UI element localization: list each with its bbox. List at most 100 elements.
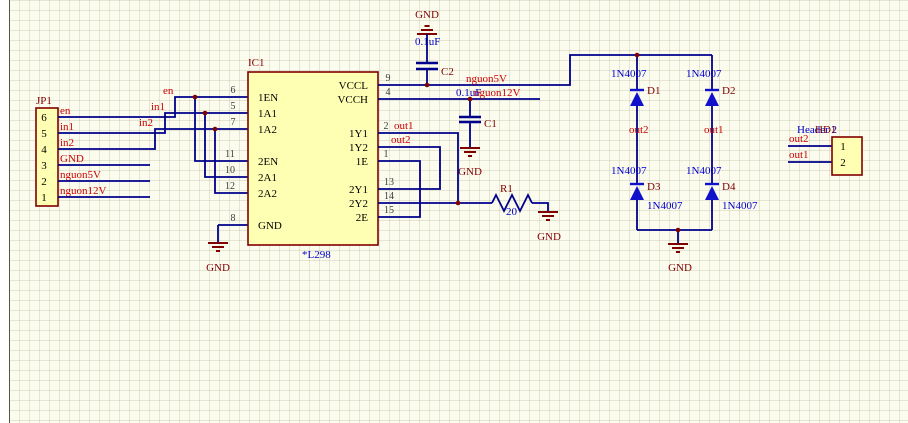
net-label-nguon12v[interactable]: nguon12V [60,185,107,197]
jp1-pin-number: 5 [41,128,47,140]
d4-triangle[interactable] [705,186,719,200]
d3-comment[interactable]: 1N4007 [611,165,647,177]
hd1-pin-number: 2 [840,157,846,169]
ic1-pin-name: 2A2 [258,188,277,200]
wire-1y1[interactable] [378,132,459,203]
gnd-label-r1[interactable]: GND [537,231,561,243]
jp1-body[interactable] [35,107,59,207]
wire-1y2-2y1[interactable] [378,146,441,190]
gnd-label-bridge[interactable]: GND [668,262,692,274]
d4-comment-2[interactable]: 1N4007 [722,200,758,212]
ic1-pin-name: VCCH [337,94,368,106]
hd1-pin-number: 1 [840,141,846,153]
d3-designator[interactable]: D3 [647,181,661,193]
net-label-in2[interactable]: in2 [60,137,74,149]
d2-triangle[interactable] [705,92,719,106]
schematic-sheet-grid [9,0,908,423]
ground-symbol-top[interactable] [417,25,437,35]
resistor-r1-body[interactable] [491,192,533,214]
hd1-designator[interactable]: HD1 [815,124,836,136]
diode-d4[interactable]: 1N4007 D4 1N4007 [686,165,758,212]
wire-net-nguon5v[interactable] [378,34,713,90]
net-label-nguon12v-rail[interactable]: nguon12V [474,87,521,99]
ic1-pin-name: 2E [356,212,369,224]
ground-symbol-r1[interactable] [538,211,558,221]
net-label-out1-hd1[interactable]: out1 [789,149,809,161]
ic1-pin-name: 1A1 [258,108,277,120]
net-label-in1[interactable]: in1 [60,121,74,133]
d1-triangle[interactable] [630,92,644,106]
ic1-pin-name: 2A1 [258,172,277,184]
net-label-nguon5v[interactable]: nguon5V [60,169,101,181]
c1-designator[interactable]: C1 [484,118,497,130]
wire-net-in1[interactable] [58,112,218,178]
net-label-en-2[interactable]: en [163,85,174,97]
connector-jp1[interactable]: JP1 6 5 4 3 2 1 en in1 in2 GND nguon5V n… [35,95,107,207]
wire-1e-2e[interactable] [378,160,421,218]
net-label-en[interactable]: en [60,105,71,117]
net-label-out1-bridge[interactable]: out1 [704,124,724,136]
wire-sense[interactable] [458,202,549,212]
ic1-pin-name: VCCL [339,80,369,92]
wire-diode-bridge[interactable] [636,106,713,244]
jp1-designator[interactable]: JP1 [36,95,52,107]
ic1-designator[interactable]: IC1 [248,57,265,69]
net-label-in1-2[interactable]: in1 [151,101,165,113]
c2-designator[interactable]: C2 [441,66,454,78]
ic1-comment[interactable]: *L298 [302,249,331,261]
ic1-pin-number: 9 [386,73,391,84]
ic1-pin-number: 11 [225,149,235,160]
ground-symbol-c1[interactable] [460,147,480,157]
net-label-out1-pin[interactable]: out1 [394,120,414,132]
ic1-pin-number: 15 [384,205,394,216]
ic1-pin-number: 12 [225,181,235,192]
ground-symbol-ic[interactable] [208,242,228,252]
gnd-label-ic[interactable]: GND [206,262,230,274]
jp1-pin-number: 1 [41,192,47,204]
d1-designator[interactable]: D1 [647,85,660,97]
ground-symbol-bridge[interactable] [668,243,688,253]
jp1-pin-number: 3 [41,160,47,172]
junction-dot [202,110,208,116]
d1-comment[interactable]: 1N4007 [611,68,647,80]
diode-d2[interactable]: 1N4007 D2 [686,68,735,106]
d4-designator[interactable]: D4 [722,181,736,193]
d2-designator[interactable]: D2 [722,85,735,97]
net-label-in2-2[interactable]: in2 [139,117,153,129]
c1-value[interactable]: 0.1uF [456,87,481,99]
connector-hd1[interactable]: Header 2 HD1 out2 out1 1 2 [788,124,863,176]
r1-value[interactable]: 20 [506,206,518,218]
gnd-label-c1[interactable]: GND [458,166,482,178]
ic1-l298[interactable]: IC1 *L298 1EN 1A1 1A2 2EN 2A1 2A2 GND 6 … [218,57,394,261]
ic1-pin-name: 2EN [258,156,278,168]
junction-dot [467,96,473,102]
capacitor-c1-plates[interactable] [459,115,481,124]
ic1-pin-number: 5 [231,101,236,112]
diode-d1[interactable]: 1N4007 D1 [611,68,660,106]
ic1-pin-name: 1Y2 [349,142,368,154]
net-label-out2-pin[interactable]: out2 [391,134,411,146]
d4-comment[interactable]: 1N4007 [686,165,722,177]
wire-net-nguon12v[interactable] [378,98,540,148]
ic1-pin-name: 2Y2 [349,198,368,210]
wire-hd1-pins[interactable] [788,145,832,163]
ic1-left-pin-stubs[interactable] [218,96,248,226]
d3-triangle[interactable] [630,186,644,200]
wire-net-in2[interactable] [58,128,218,194]
net-label-gnd[interactable]: GND [60,153,84,165]
net-label-nguon5v-rail[interactable]: nguon5V [466,73,507,85]
diode-d3[interactable]: 1N4007 D3 1N4007 [611,165,683,212]
junction-dot [634,52,640,58]
ic1-pin-name: 1Y1 [349,128,368,140]
jp1-pin-number: 6 [41,112,47,124]
hd1-body[interactable] [831,136,863,176]
ic1-pin-number: 8 [231,213,236,224]
r1-designator[interactable]: R1 [500,183,513,195]
net-label-out2-hd1[interactable]: out2 [789,133,809,145]
hd1-comment[interactable]: Header 2 [797,124,837,136]
d3-comment-2[interactable]: 1N4007 [647,200,683,212]
gnd-power-port-label[interactable]: GND [415,9,439,21]
net-label-out2-bridge[interactable]: out2 [629,124,649,136]
ic1-body[interactable] [247,71,379,246]
d2-comment[interactable]: 1N4007 [686,68,722,80]
